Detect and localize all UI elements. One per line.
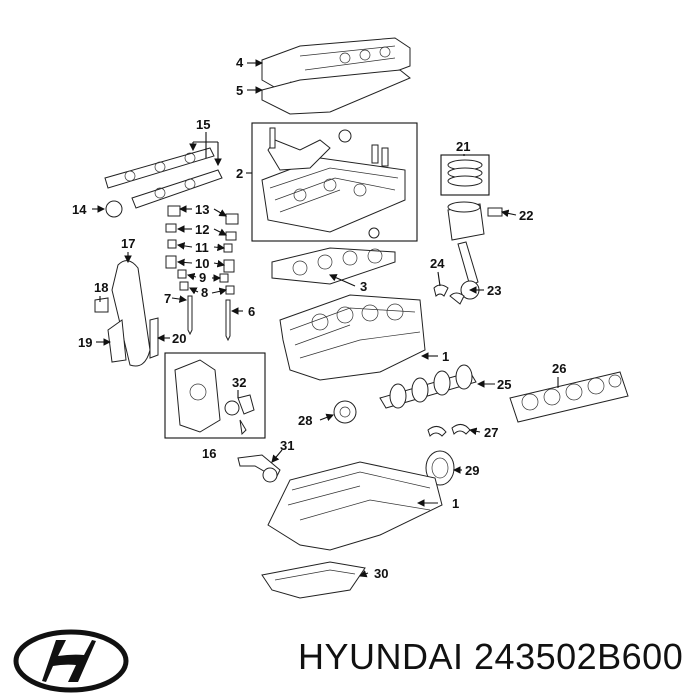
callout-29: 29 (465, 463, 479, 478)
callout-4: 4 (236, 55, 244, 70)
hyundai-logo-icon (13, 629, 129, 693)
cylinder-head-group-box (251, 122, 418, 242)
part-number-caption: HYUNDAI 243502B600 (298, 636, 684, 677)
oil-pan (261, 561, 366, 599)
callout-19: 19 (78, 335, 92, 350)
callout-5: 5 (236, 83, 243, 98)
engine-block (279, 294, 426, 381)
head-gasket (271, 247, 396, 285)
piston-rings (447, 159, 483, 187)
callout-30: 30 (374, 566, 388, 581)
callout-22: 22 (519, 208, 533, 223)
callout-25: 25 (497, 377, 511, 392)
thrust-washers (427, 424, 471, 437)
callout-21: 21 (456, 139, 470, 154)
callout-32: 32 (232, 375, 246, 390)
connecting-rod (433, 241, 480, 305)
callout-10: 10 (195, 256, 209, 271)
cam-sprocket (105, 200, 123, 218)
callout-7: 7 (164, 291, 171, 306)
callout-3: 3 (360, 279, 367, 294)
callout-2: 2 (236, 166, 243, 181)
callout-31: 31 (280, 438, 294, 453)
lower-crankcase (267, 461, 443, 551)
main-bearings (509, 371, 629, 423)
callout-1-block: 1 (442, 349, 449, 364)
callout-17: 17 (121, 236, 135, 251)
oil-pickup (237, 454, 281, 483)
callout-28: 28 (298, 413, 312, 428)
callout-14: 14 (72, 202, 87, 217)
piston-rings-box (440, 154, 490, 196)
valve-cover-gasket (261, 69, 411, 115)
callout-labels: 1 1 2 3 4 5 6 7 8 9 10 11 12 13 14 15 16… (72, 55, 566, 581)
timing-cover (174, 359, 255, 436)
timing-cover-group-box (164, 352, 266, 439)
callout-1-crankcase: 1 (452, 496, 459, 511)
callout-9: 9 (199, 270, 206, 285)
callout-20: 20 (172, 331, 186, 346)
camshafts (104, 147, 223, 209)
callout-15: 15 (196, 117, 210, 132)
crankshaft (379, 364, 477, 409)
callout-13: 13 (195, 202, 209, 217)
callout-26: 26 (552, 361, 566, 376)
callout-11: 11 (195, 240, 209, 255)
crank-pulley (333, 400, 357, 424)
callout-12: 12 (195, 222, 209, 237)
callout-16: 16 (202, 446, 216, 461)
callout-24: 24 (430, 256, 445, 271)
timing-chain (94, 260, 159, 367)
valve-train-parts (165, 205, 239, 342)
callout-8: 8 (201, 285, 208, 300)
leader-lines (92, 59, 559, 578)
callout-6: 6 (248, 304, 255, 319)
callout-18: 18 (94, 280, 108, 295)
callout-27: 27 (484, 425, 498, 440)
callout-23: 23 (487, 283, 501, 298)
cylinder-head (261, 127, 406, 239)
piston (447, 201, 503, 241)
